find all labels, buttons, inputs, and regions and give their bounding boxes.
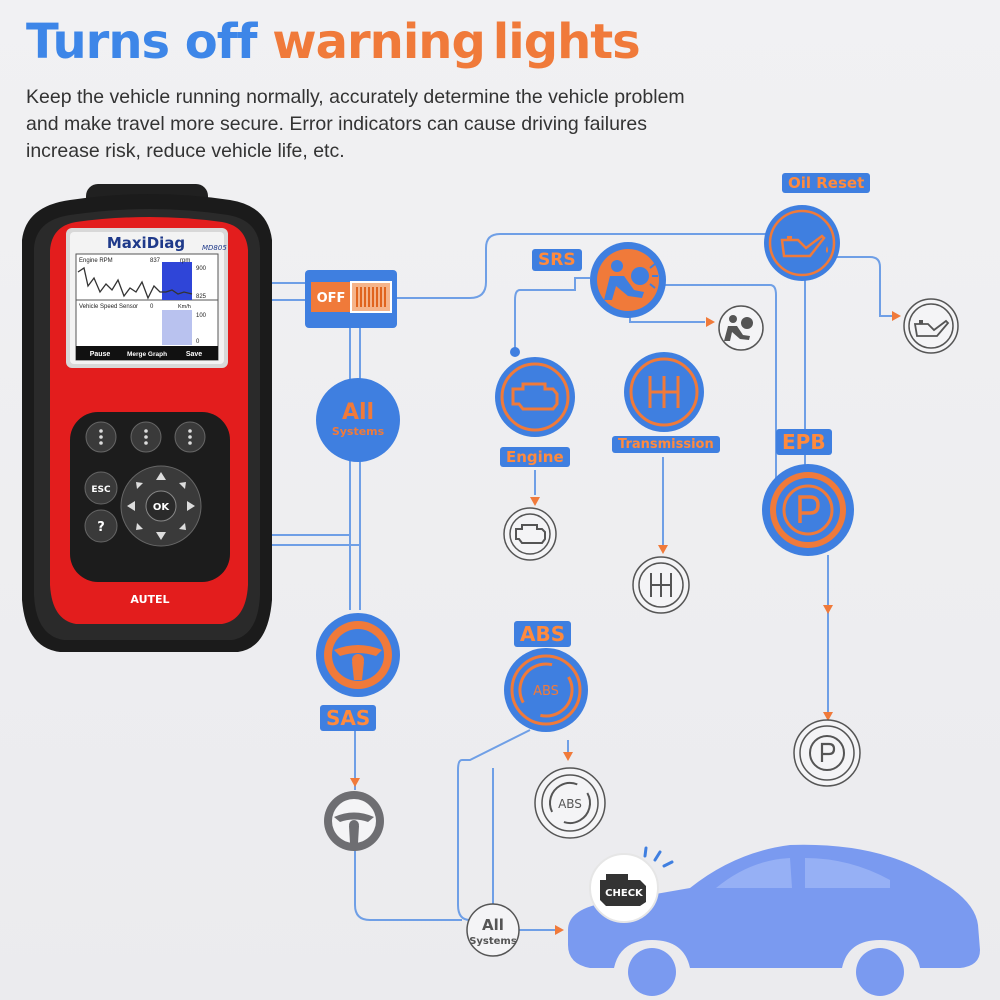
- engine-label: Engine: [500, 447, 570, 467]
- description-line-3: increase risk, reduce vehicle life, etc.: [26, 140, 345, 162]
- sas-output-icon: [324, 791, 384, 851]
- abs-icon: [504, 648, 588, 732]
- srs-airbag-icon: [590, 242, 666, 318]
- junction-dot: [510, 347, 520, 357]
- abs-output-icon-text: ABS: [558, 797, 582, 811]
- help-key-label: ?: [97, 520, 105, 535]
- abs-icon-text: ABS: [533, 684, 559, 699]
- srs-label: SRS: [532, 249, 582, 271]
- softkey-merge-graph: Merge Graph: [127, 351, 167, 358]
- screen-row1-min: 825: [196, 294, 207, 300]
- transmission-output-icon: [632, 556, 690, 614]
- off-switch: [305, 270, 397, 328]
- abs-output-icon: [534, 767, 606, 839]
- screen-row2-value: 0: [150, 304, 154, 310]
- all-systems-label-line1: All: [342, 400, 374, 425]
- engine-output-icon: [503, 507, 557, 561]
- screen-row2-max: 100: [196, 313, 207, 319]
- abs-label: ABS: [514, 621, 572, 647]
- transmission-label: Transmission: [612, 436, 720, 453]
- headline-part2: warning: [272, 14, 486, 70]
- screen-row1-max: 900: [196, 266, 207, 272]
- device-keypad: [70, 412, 230, 582]
- description-line-2: and make travel more secure. Error indic…: [26, 113, 648, 135]
- softkey-save: Save: [186, 351, 202, 358]
- oil-reset-label: Oil Reset: [782, 173, 871, 193]
- screen-row1-label: Engine RPM: [79, 258, 113, 264]
- engine-icon: [495, 357, 575, 437]
- off-switch-label: OFF: [317, 291, 346, 306]
- srs-output-icon: [718, 305, 764, 351]
- check-engine-text: CHECK: [605, 888, 644, 899]
- headline-part1: Turns off: [26, 14, 258, 70]
- screen-row1-value: 837: [150, 258, 161, 264]
- esc-key-label: ESC: [91, 485, 111, 495]
- description-line-1: Keep the vehicle running normally, accur…: [26, 86, 685, 108]
- car-silhouette: [568, 844, 980, 996]
- device-model-name: MaxiDiag: [107, 234, 185, 252]
- ok-key-label: OK: [153, 502, 171, 513]
- device-maker-logo: AUTEL: [130, 593, 169, 606]
- screen-row2-unit: Km/h: [178, 304, 191, 310]
- all-systems-bottom-circle: [466, 903, 520, 957]
- oil-reset-output-icon: [903, 298, 959, 354]
- orange-arrows: [350, 311, 901, 935]
- sas-label: SAS: [320, 705, 377, 731]
- screen-row2-label: Vehicle Speed Sensor: [79, 304, 138, 310]
- sas-steering-icon: [316, 613, 400, 697]
- check-engine-icon: [589, 846, 674, 923]
- connector-lines: [250, 233, 892, 931]
- softkey-pause: Pause: [90, 351, 111, 358]
- epb-output-icon: [793, 719, 861, 787]
- epb-parking-brake-icon: [762, 464, 854, 556]
- all-systems-label-line2: Systems: [332, 425, 385, 438]
- headline-part3: lights: [492, 14, 641, 70]
- all-systems-bottom-line1: All: [482, 916, 504, 934]
- screen-row2-min: 0: [196, 339, 200, 345]
- oil-reset-icon: [764, 205, 840, 281]
- screen-row1-unit: rpm: [180, 258, 190, 264]
- device-model-code: MD805: [202, 244, 227, 252]
- all-systems-bottom-line2: Systems: [469, 936, 517, 947]
- description: Keep the vehicle running normally, accur…: [26, 84, 786, 165]
- epb-label: EPB: [776, 429, 832, 455]
- transmission-icon: [624, 352, 704, 432]
- all-systems-circle: [316, 378, 400, 462]
